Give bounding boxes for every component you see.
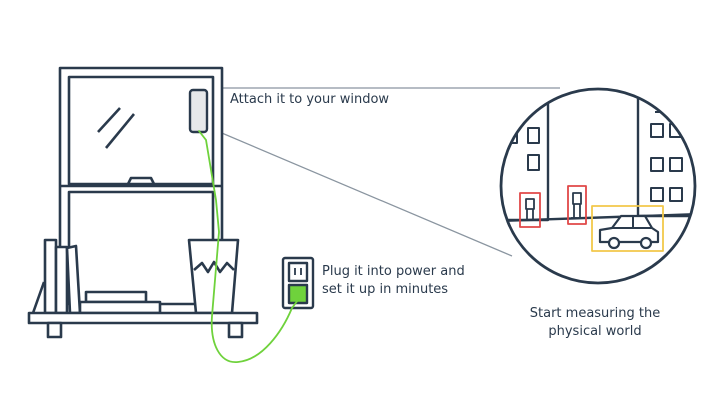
- power-cable: [198, 130, 299, 363]
- callout-lines: [205, 87, 560, 257]
- caption-plug-power: Plug it into power and set it up in minu…: [322, 264, 465, 297]
- shelf-leg-right: [227, 321, 244, 339]
- sensor-device-icon: [188, 88, 209, 134]
- window-latch: [126, 176, 156, 186]
- shelf-board: [27, 311, 259, 325]
- shelf-leg-left: [46, 321, 63, 339]
- plant-soil-line: [193, 260, 235, 274]
- power-outlet-icon: [281, 256, 315, 310]
- shelf-group: [27, 238, 259, 339]
- pedestrian-icon-2: [567, 185, 587, 225]
- caption-start-measuring: Start measuring the physical world: [529, 306, 661, 339]
- book-strap: [31, 281, 46, 314]
- caption-attach-window: Attach it to your window: [230, 92, 390, 107]
- building-left: [501, 94, 550, 222]
- glass-glint-1: [97, 107, 121, 133]
- magnified-view: [499, 87, 697, 285]
- book-1: [43, 238, 58, 315]
- flat-book-bottom: [78, 300, 162, 315]
- flat-book-top: [84, 290, 148, 304]
- car-icon: [591, 205, 664, 252]
- book-2: [54, 245, 69, 315]
- glass-glint-2: [104, 113, 136, 149]
- magnifier-ring: [499, 87, 697, 285]
- pedestrian-icon: [519, 192, 541, 228]
- callout-line-bottom: [209, 127, 513, 257]
